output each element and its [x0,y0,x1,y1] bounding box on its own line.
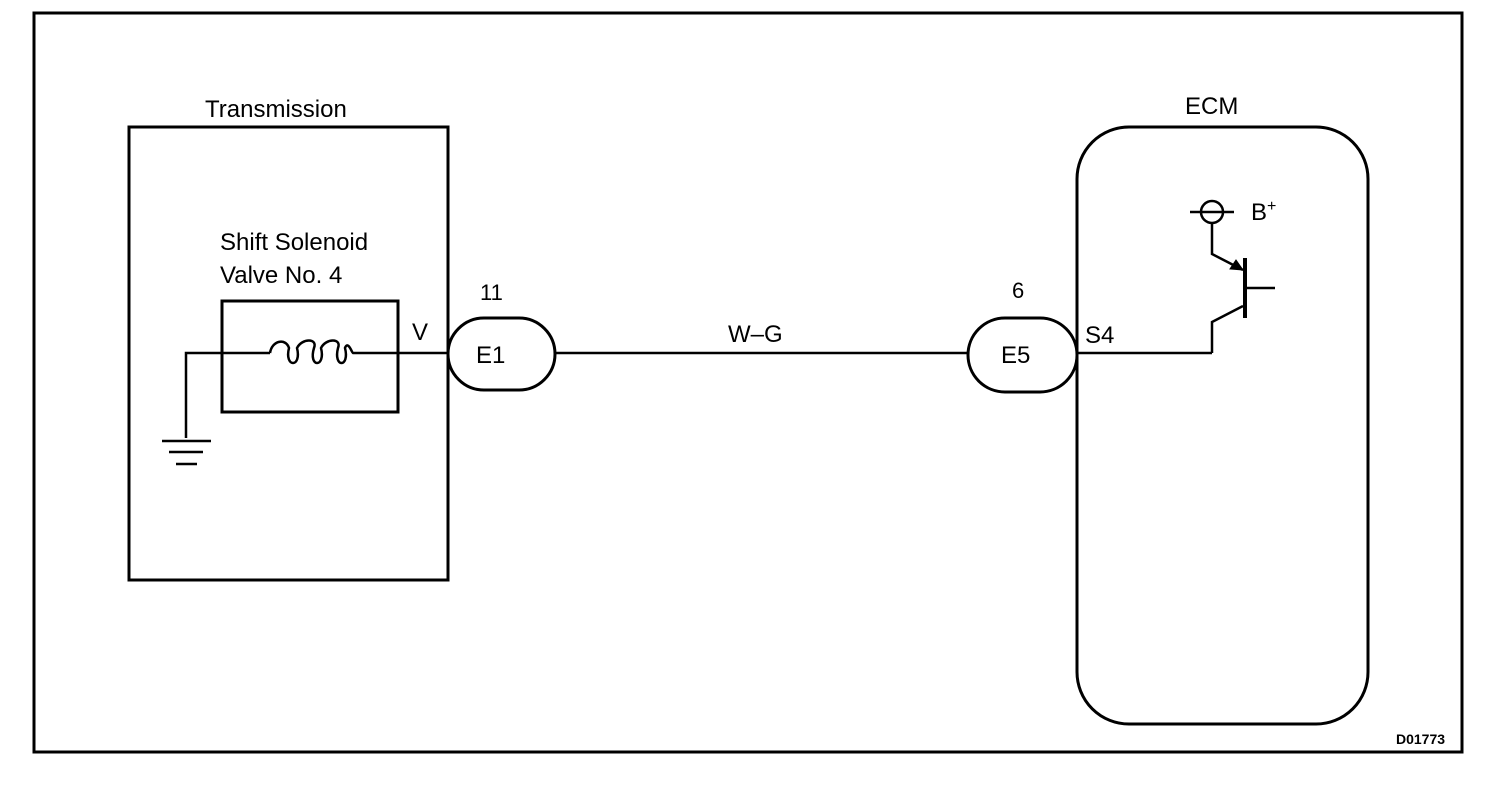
ground-wire [184,351,270,438]
pin-number-e1: 11 [480,280,503,305]
pin-number-e5: 6 [1012,278,1024,303]
supply-b-text: B [1251,199,1267,226]
ecm-label: ECM [1185,93,1238,120]
transmission-label: Transmission [205,96,347,123]
wire-color-v: V [412,319,428,346]
transistor-collector-lead [1210,304,1244,353]
connector-e5-label: E5 [1001,342,1030,369]
wire-color-w-g: W–G [728,321,783,348]
transistor-emitter-arrow-icon [1229,259,1245,271]
ecm-box [1075,125,1370,726]
supply-b-plus-label: B+ [1251,198,1276,226]
solenoid-label-line2: Valve No. 4 [220,262,342,289]
diagram-frame [32,11,1464,754]
figure-code: D01773 [1396,731,1445,747]
coil-icon [268,339,355,365]
terminal-s4-label: S4 [1085,322,1114,349]
solenoid-label-line1: Shift Solenoid [220,229,368,256]
supply-plus-superscript: + [1267,198,1276,215]
connector-e1-label: E1 [476,342,505,369]
solenoid-valve-box [220,299,400,414]
